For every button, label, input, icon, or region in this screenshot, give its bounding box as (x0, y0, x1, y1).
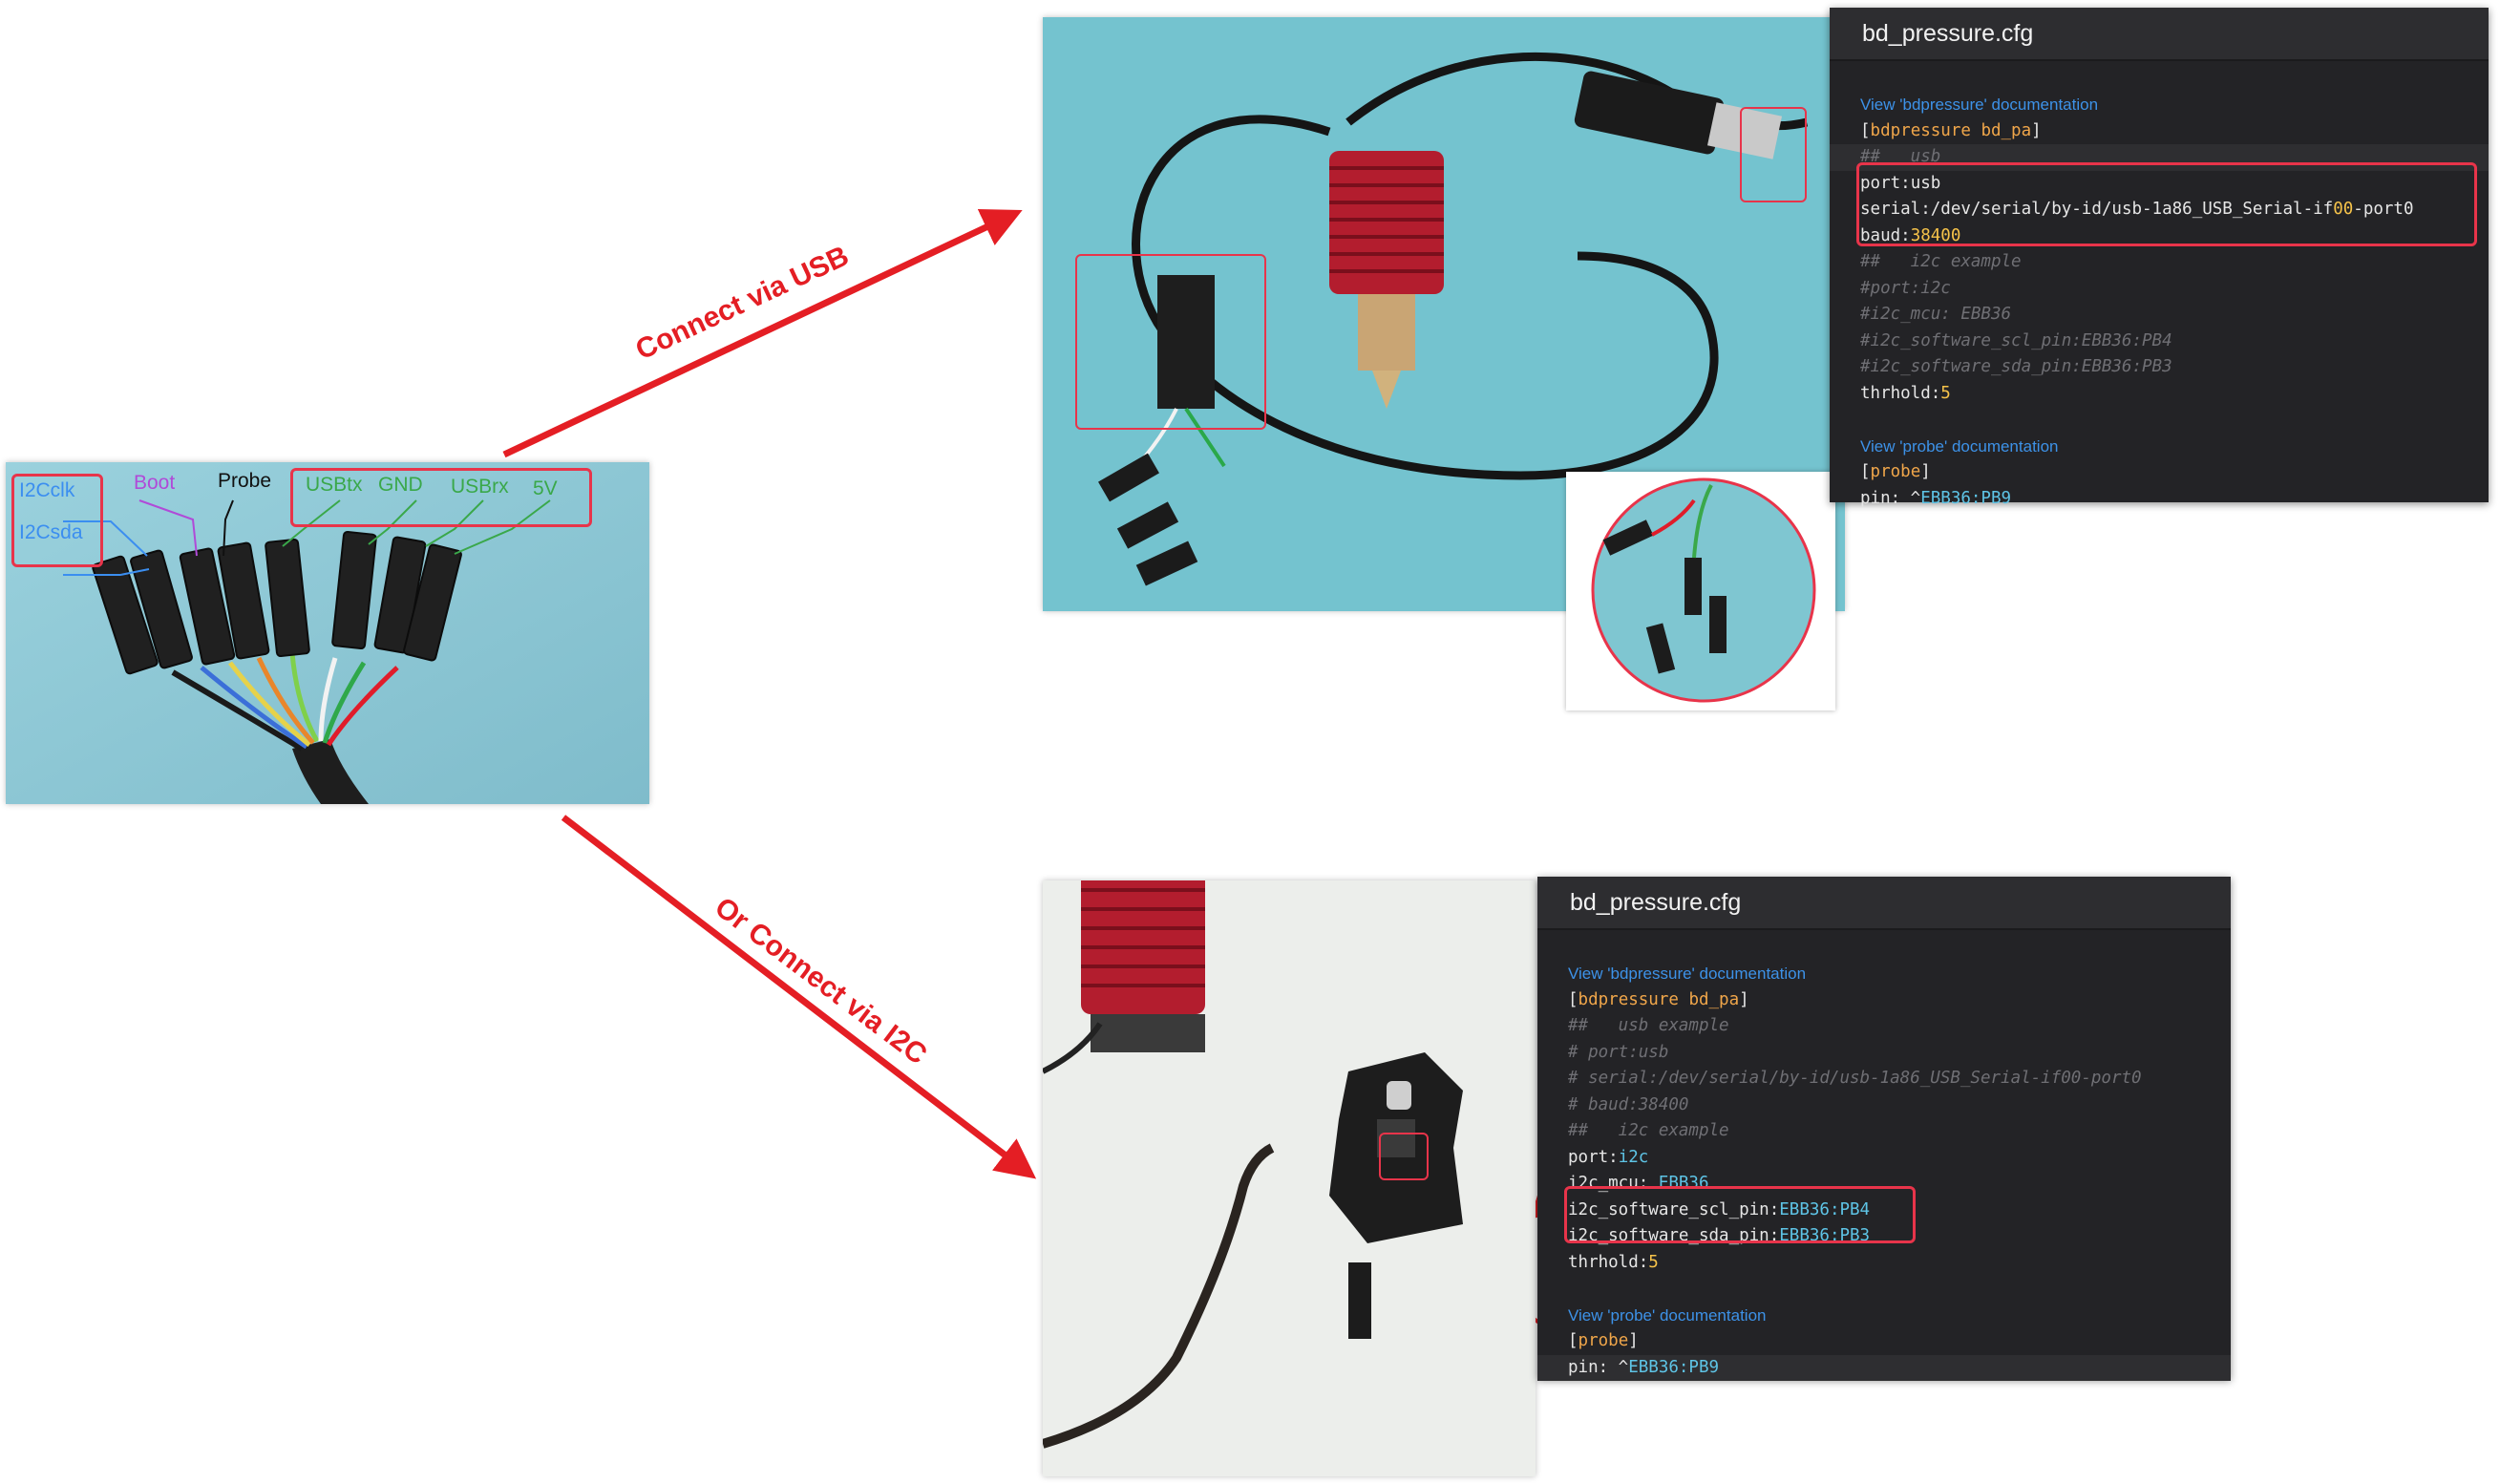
usb-comment-port: #port:i2c (1860, 278, 1951, 298)
i2c-config-body: View 'bdpressure' documentation [bdpress… (1537, 930, 2231, 1381)
usb-comment-scl: #i2c_software_scl_pin:EBB36:PB4 (1860, 330, 2172, 350)
i2c-setup-illustration (1043, 880, 1536, 1476)
i2c-header-highlight (1379, 1133, 1429, 1180)
usb-section-bdpressure: bdpressure bd_pa (1870, 120, 2032, 140)
usb-thrhold-key: thrhold: (1860, 383, 1941, 403)
usb-baud-value: 38400 (1910, 225, 1961, 245)
usb-config-title: bd_pressure.cfg (1830, 8, 2489, 61)
i2c-probe-doc-link[interactable]: View 'probe' documentation (1568, 1305, 1767, 1325)
i2c-scl-value: EBB36:PB4 (1779, 1199, 1871, 1219)
i2c-thrhold-key: thrhold: (1568, 1252, 1649, 1272)
label-probe: Probe (218, 470, 272, 492)
usb-comment-sda: #i2c_software_sda_pin:EBB36:PB3 (1860, 357, 2172, 376)
label-i2cclk: I2Cclk (19, 479, 75, 501)
i2c-bdpressure-doc-link[interactable]: View 'bdpressure' documentation (1568, 965, 1807, 983)
usb-comment-usb: ## usb (1860, 147, 1941, 166)
zoom-illustration (1591, 477, 1816, 703)
i2c-comment-port: # port:usb (1568, 1042, 1669, 1062)
cable-pinout-illustration (6, 462, 649, 804)
label-5v: 5V (533, 477, 558, 499)
i2c-connection-photo (1043, 880, 1536, 1476)
usb-thrhold-value: 5 (1940, 383, 1951, 403)
i2c-thrhold-value: 5 (1648, 1252, 1659, 1272)
label-usbrx: USBrx (451, 476, 509, 498)
usb-probe-doc-link[interactable]: View 'probe' documentation (1860, 436, 2059, 456)
usb-connection-photo (1043, 17, 1845, 611)
i2c-port-key: port: (1568, 1147, 1619, 1167)
usb-plug-highlight (1740, 107, 1807, 202)
usb-arrow-label: Connect via USB (630, 240, 854, 367)
i2c-section-probe: probe (1578, 1331, 1629, 1350)
usb-config-body: View 'bdpressure' documentation [bdpress… (1830, 61, 2489, 512)
i2c-comment-usb: ## usb example (1568, 1016, 1729, 1035)
i2c-arrow (561, 815, 1037, 1179)
usb-comment-mcu: #i2c_mcu: EBB36 (1860, 305, 2012, 324)
usb-config-panel: bd_pressure.cfg View 'bdpressure' docume… (1830, 8, 2489, 508)
i2c-pins-highlight (11, 474, 103, 567)
i2c-pins-config-highlight (1564, 1186, 1916, 1243)
connector-zoom-inset (1566, 472, 1835, 710)
i2c-scl-key: i2c_software_scl_pin: (1568, 1199, 1780, 1219)
label-boot: Boot (134, 472, 176, 494)
i2c-pin-key: pin: ^ (1568, 1357, 1629, 1377)
usb-settings-highlight (1856, 162, 2477, 246)
i2c-comment-baud: # baud:38400 (1568, 1094, 1689, 1114)
i2c-section-bdpressure: bdpressure bd_pa (1578, 989, 1740, 1009)
i2c-config-title: bd_pressure.cfg (1537, 877, 2231, 930)
i2c-comment-i2c: ## i2c example (1568, 1121, 1729, 1140)
usb-comment-i2c: ## i2c example (1860, 252, 2022, 271)
usb-pins-highlight (290, 468, 592, 527)
usb-serial-key: serial: (1860, 200, 1931, 219)
i2c-port-value: i2c (1618, 1147, 1649, 1167)
cable-pinout-photo: I2Cclk I2Csda Boot Probe USBtx GND USBrx… (6, 462, 649, 804)
usb-bdpressure-doc-link[interactable]: View 'bdpressure' documentation (1860, 95, 2099, 114)
i2c-config-panel: bd_pressure.cfg View 'bdpressure' docume… (1537, 877, 2231, 1381)
label-gnd: GND (378, 474, 423, 496)
usb-port-value: usb (1910, 173, 1941, 193)
usb-pin-value: EBB36:PB9 (1920, 488, 2012, 508)
label-usbtx: USBtx (306, 474, 363, 496)
label-i2csda: I2Csda (19, 521, 83, 543)
usb-baud-key: baud: (1860, 225, 1911, 245)
usb-serial-value-c: -port0 (2353, 200, 2414, 219)
usb-section-probe: probe (1870, 462, 1921, 481)
usb-serial-value-a: /dev/serial/by-id/usb-1a86_USB_Serial-if (1930, 200, 2334, 219)
i2c-comment-serial: # serial:/dev/serial/by-id/usb-1a86_USB_… (1568, 1069, 2142, 1088)
usb-port-key: port: (1860, 173, 1911, 193)
usb-pin-key: pin: ^ (1860, 488, 1921, 508)
i2c-pin-value: EBB36:PB9 (1628, 1357, 1720, 1377)
usb-serial-value-b: 00 (2333, 200, 2354, 219)
i2c-arrow-label: Or Connect via I2C (709, 891, 933, 1071)
usb-arrow (502, 208, 1023, 458)
connector-highlight (1075, 254, 1266, 430)
